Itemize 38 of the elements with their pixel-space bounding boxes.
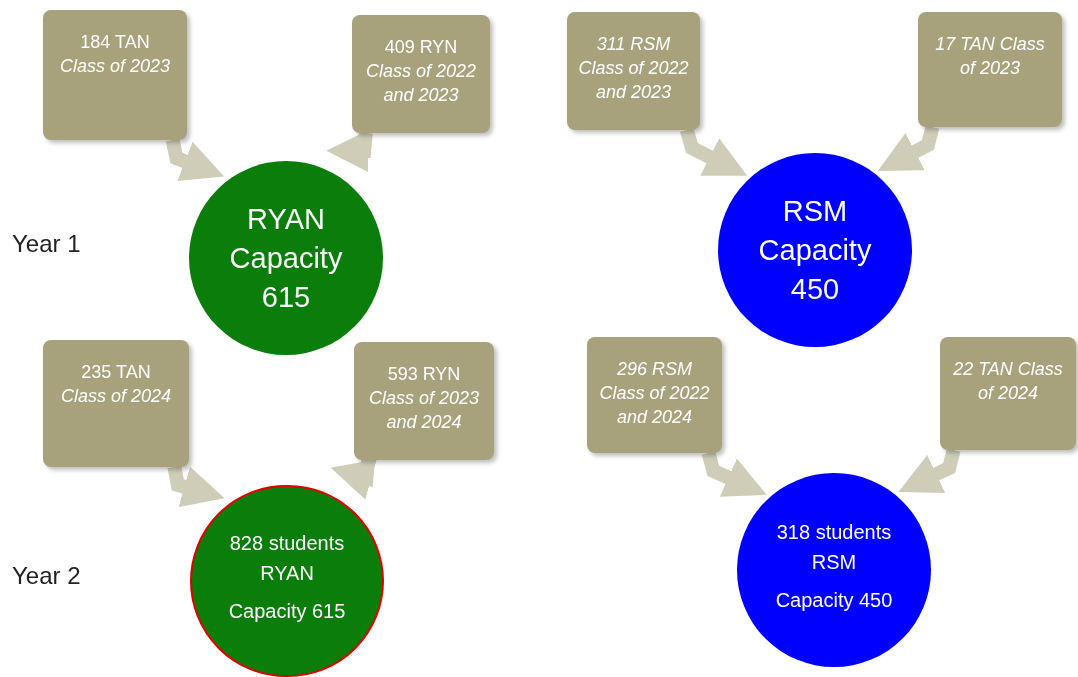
source-box [567,12,700,130]
circle-text: 318 students RSM [775,520,893,575]
box-text: 22 TAN Class of 2024 [952,358,1064,405]
arrow [326,130,373,172]
circle-text: RYAN [247,201,325,237]
box-text: Class of 2023 [59,55,171,78]
box-text: 235 TAN [81,361,151,384]
source-box [43,340,189,467]
source-box [918,12,1062,127]
circle-text: 828 students RYAN [228,531,346,586]
circle-text: RSM [782,193,848,229]
arrow [165,138,225,181]
source-box [354,342,494,460]
arrow [680,128,748,176]
circle-text: Capacity 450 [757,232,873,307]
box-text: 296 RSM Class of 2022 and 2024 [598,358,711,429]
source-box [587,337,722,453]
box-text: 593 RYN [387,363,461,386]
row-label: Year 2 [12,561,81,591]
box-text: Class of 2022 and 2023 [364,60,478,107]
box-text: 184 TAN [80,31,150,54]
box-text: 409 RYN [384,36,458,59]
source-box [43,10,187,140]
box-text: 17 TAN Class of 2023 [934,33,1046,80]
source-box [940,337,1076,450]
arrow [167,465,225,507]
box-text: Class of 2023 and 2024 [367,387,481,434]
arrow [330,459,377,500]
row-label: Year 1 [12,229,81,259]
source-box [352,15,490,133]
circle-text: Capacity 450 [775,588,893,613]
arrow [701,451,767,497]
box-text: Class of 2024 [60,385,172,408]
arrow [877,125,940,172]
arrow [898,448,961,494]
circle-text: Capacity 615 [228,599,346,624]
circle-text: Capacity 615 [228,240,344,315]
box-text: 311 RSM Class of 2022 and 2023 [577,33,690,104]
